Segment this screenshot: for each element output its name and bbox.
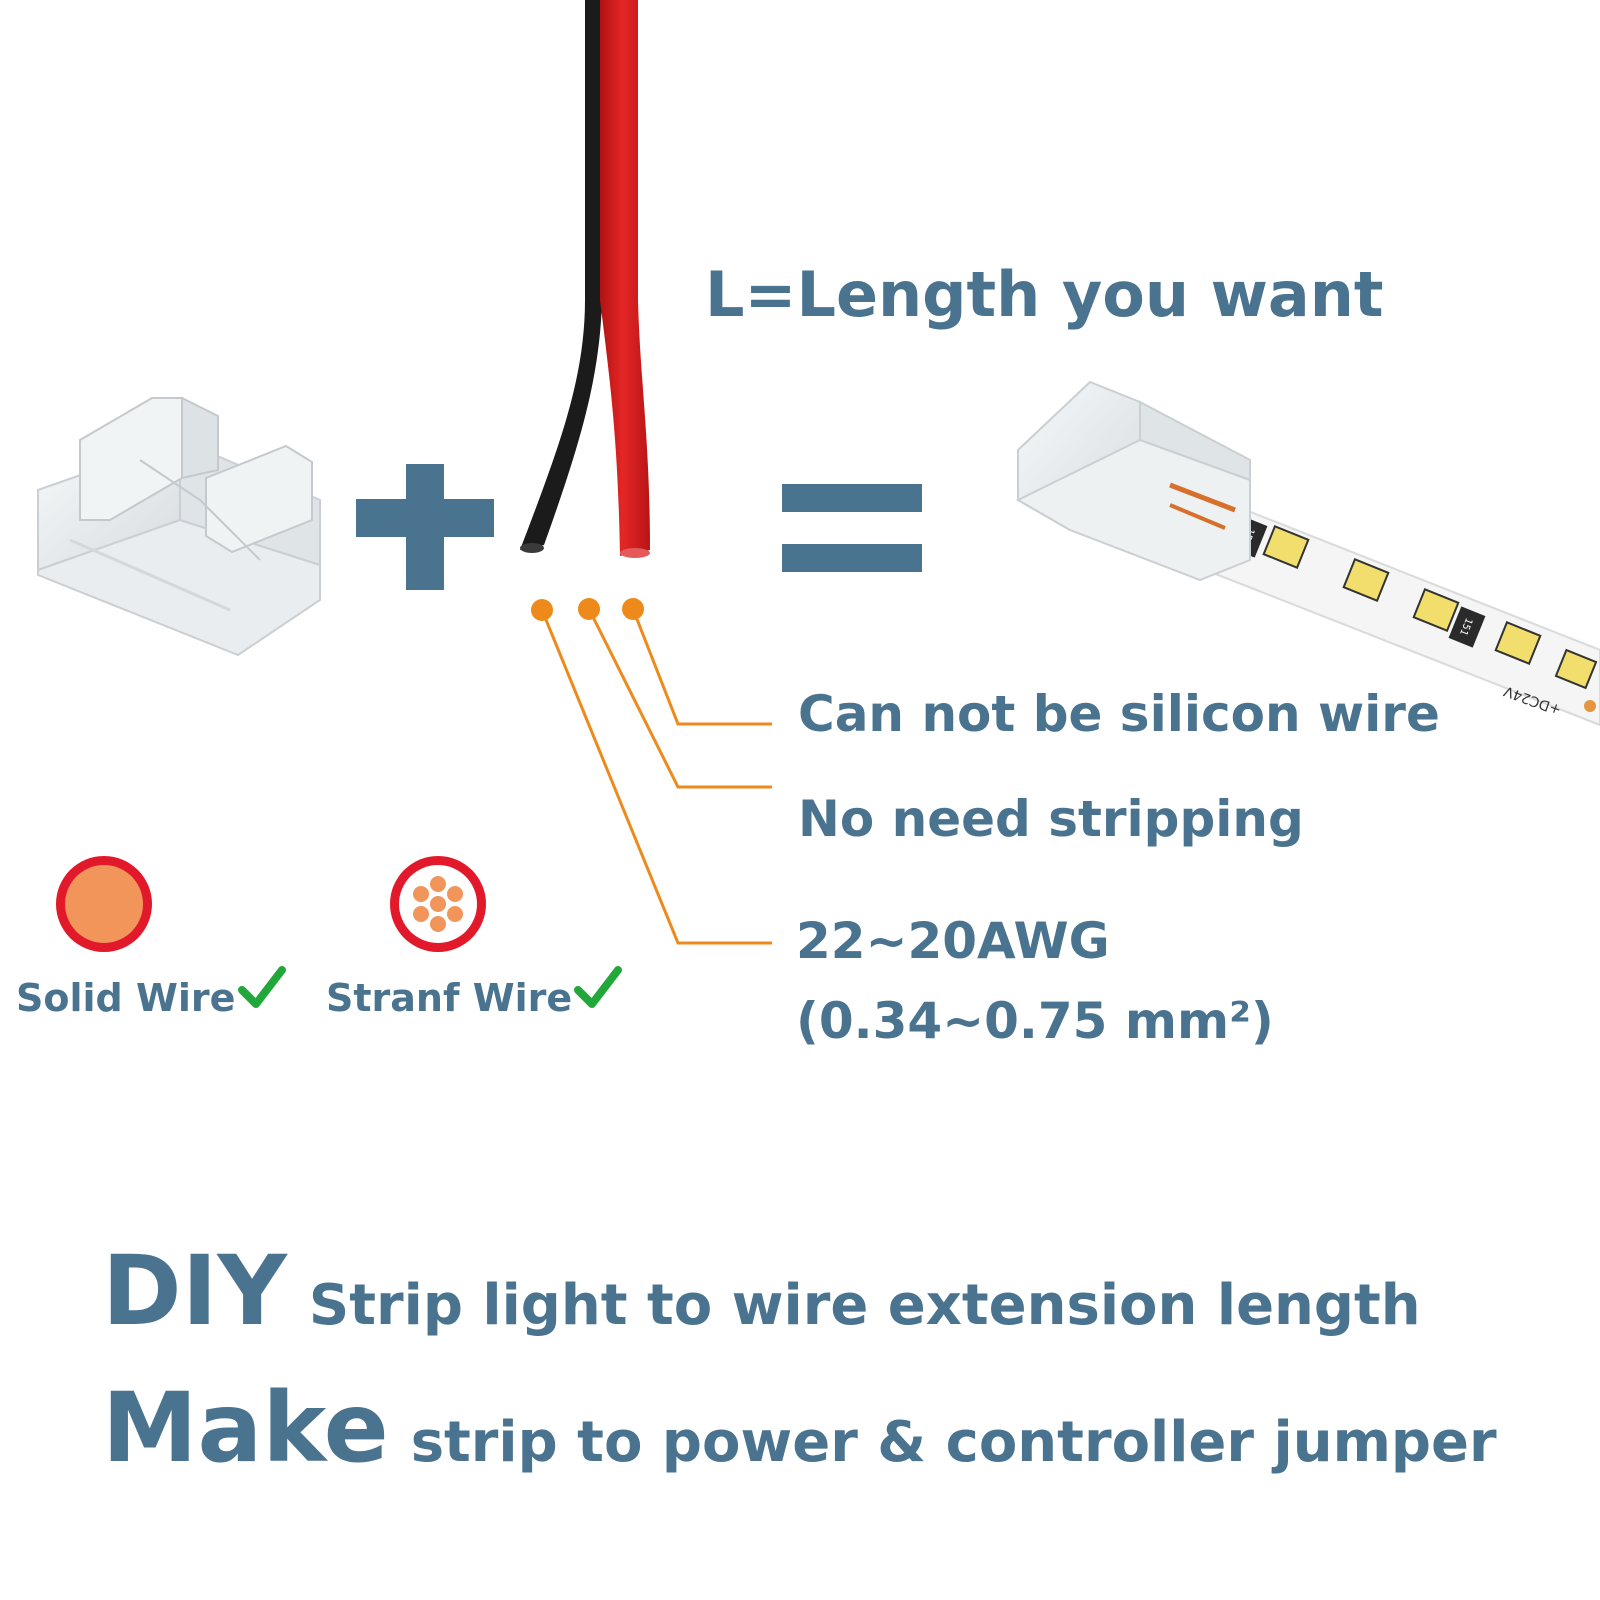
stranf-wire-label: Stranf Wire: [326, 976, 573, 1020]
led-chip: [1262, 525, 1310, 569]
stranded-wire-icon: [390, 856, 486, 952]
feature-no-stripping: No need stripping: [798, 790, 1304, 848]
make-word: Make: [102, 1372, 389, 1484]
bottom-line-make: Make strip to power & controller jumper: [102, 1372, 1497, 1484]
equals-icon: [782, 484, 922, 572]
check-icon: [238, 966, 286, 1008]
diy-word: DIY: [102, 1235, 287, 1347]
callout-line-stripping: [587, 608, 772, 789]
resistor: 151: [1448, 606, 1486, 648]
clip-connector-image: [37, 396, 321, 657]
length-label: L=Length you want: [705, 258, 1384, 331]
solid-wire-label: Solid Wire: [16, 976, 236, 1020]
diy-description: Strip light to wire extension length: [308, 1273, 1421, 1338]
callout-line-awg: [540, 609, 772, 945]
led-chip: [1494, 621, 1542, 665]
callout-lines: [531, 598, 772, 945]
feature-silicon-wire: Can not be silicon wire: [798, 685, 1440, 743]
feature-mm-range: (0.34~0.75 mm²): [796, 992, 1274, 1050]
callout-line-silicon: [631, 608, 772, 726]
make-description: strip to power & controller jumper: [410, 1410, 1497, 1475]
led-chip: [1412, 588, 1460, 632]
led-chip: [1554, 648, 1598, 690]
feature-awg-range: 22~20AWG: [796, 912, 1110, 970]
led-strip-with-connector-image: 151 151 +DC24V: [1015, 380, 1600, 727]
led-chip: [1342, 558, 1390, 602]
solid-wire-icon: [56, 856, 152, 952]
check-icon: [574, 966, 622, 1008]
bottom-line-diy: DIY Strip light to wire extension length: [102, 1235, 1421, 1347]
plus-icon: [356, 464, 494, 590]
red-black-wire-image: [520, 0, 650, 558]
